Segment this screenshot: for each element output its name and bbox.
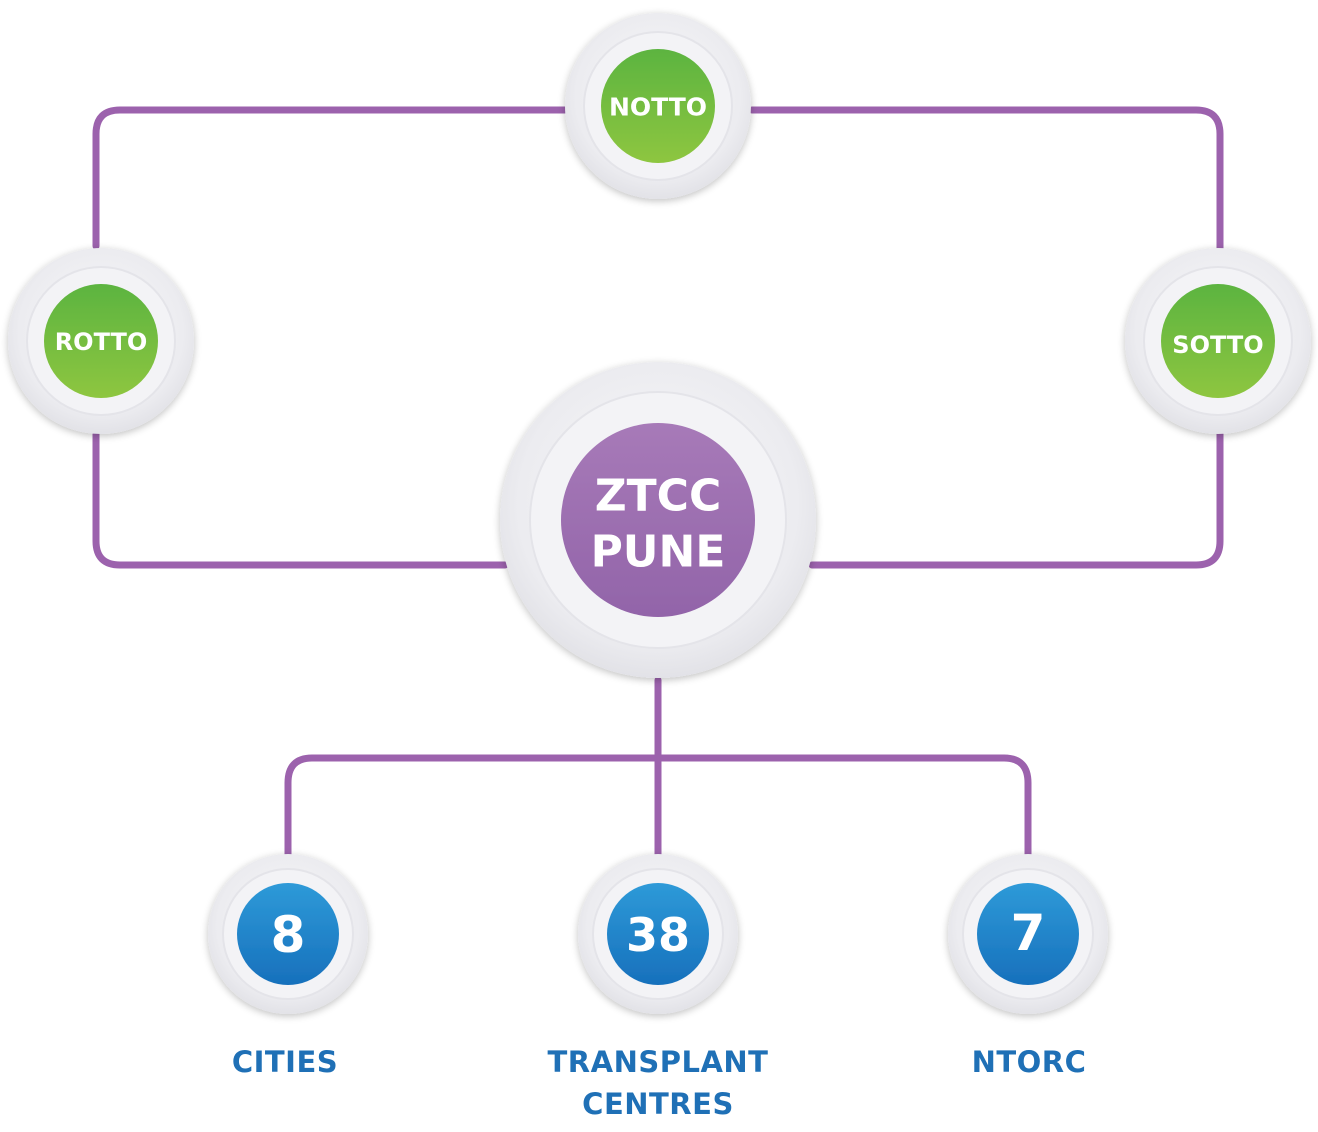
- connector-left-bottom: [92, 430, 509, 569]
- hub-core: [561, 423, 755, 617]
- node-sotto-core: [1161, 284, 1275, 398]
- stat-transplant-label-line2: CENTRES: [582, 1087, 734, 1121]
- stat-cities-label: CITIES: [232, 1045, 338, 1079]
- node-sotto: SOTTO: [1125, 248, 1311, 434]
- node-notto-core: [601, 49, 715, 163]
- stat-ntorc-core: [977, 883, 1079, 985]
- stat-cities: 8: [208, 854, 368, 1014]
- stat-ntorc: 7: [948, 854, 1108, 1014]
- stat-ntorc-label: NTORC: [972, 1045, 1087, 1079]
- node-rotto-core: [44, 284, 158, 398]
- stat-cities-value: 8: [271, 906, 306, 964]
- stat-cities-core: [237, 883, 339, 985]
- connector-right-bottom: [808, 430, 1224, 569]
- stat-transplant-value: 38: [626, 908, 690, 962]
- hub-label-line1: ZTCC: [595, 471, 722, 522]
- connector-top-left: [92, 106, 569, 250]
- stat-transplant-centres: 38: [578, 854, 738, 1014]
- hub-node: ZTCC PUNE: [500, 362, 816, 678]
- stat-transplant-label-line1: TRANSPLANT: [548, 1045, 769, 1079]
- stat-ntorc-value: 7: [1011, 904, 1046, 962]
- connector-lines: [92, 106, 1224, 859]
- node-notto-label: NOTTO: [609, 93, 707, 122]
- node-rotto: ROTTO: [8, 248, 194, 434]
- hub-label-line2: PUNE: [591, 527, 726, 578]
- stat-transplant-core: [607, 883, 709, 985]
- connector-top-right: [748, 106, 1224, 252]
- node-rotto-label: ROTTO: [55, 328, 148, 356]
- node-sotto-label: SOTTO: [1172, 331, 1263, 359]
- stat-captions: CITIES TRANSPLANT CENTRES NTORC: [232, 1045, 1087, 1121]
- node-notto: NOTTO: [565, 13, 751, 199]
- connector-branch-bar: [284, 754, 1032, 859]
